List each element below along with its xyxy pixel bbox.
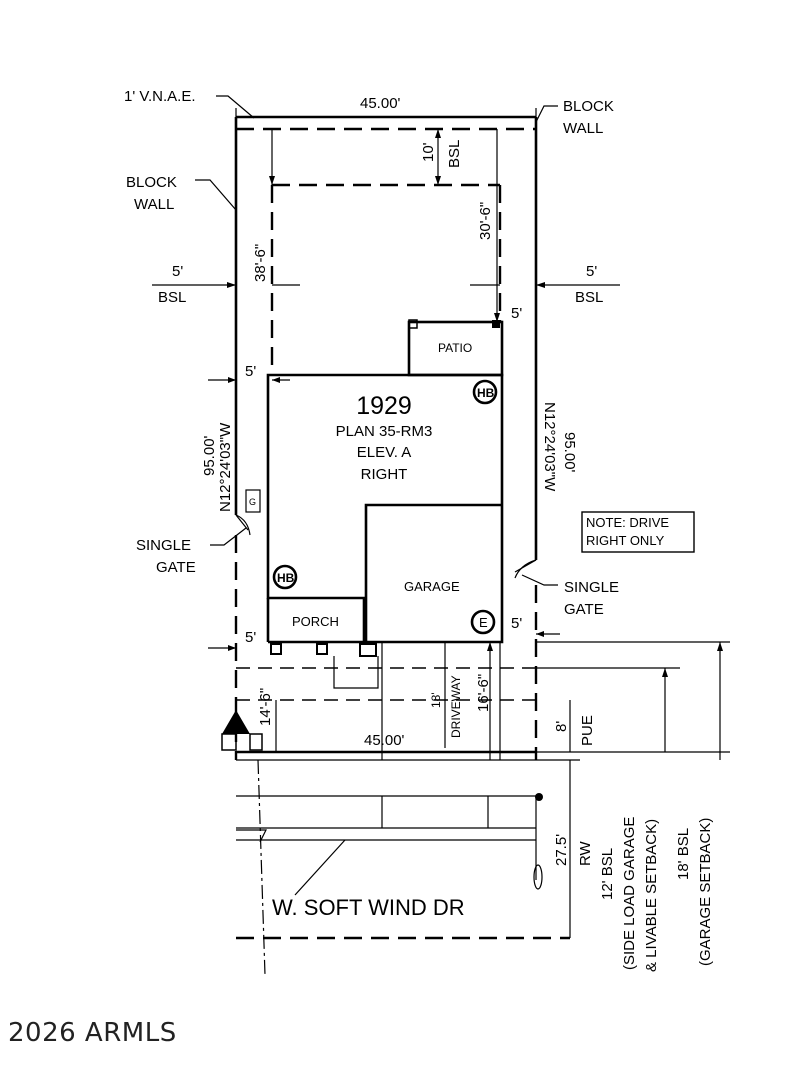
driveway-width: 18' [429, 692, 443, 708]
left-bearing: N12°24'03"W [217, 422, 234, 512]
gate-right-1: SINGLE [564, 579, 619, 596]
garage-label: GARAGE [404, 579, 460, 594]
side-bsl-left: BSL [158, 289, 186, 306]
patio-label: PATIO [438, 341, 472, 355]
block-wall-right-2: WALL [563, 120, 603, 137]
patio [407, 320, 504, 377]
rear-setback-label: 10' [420, 142, 437, 162]
note-box [581, 511, 695, 553]
meter-label: G [249, 497, 256, 507]
arrowhead-garage-setback [487, 642, 493, 651]
right-bearing: N12°24'03"W [541, 402, 558, 492]
side-offset-right-top: 5' [511, 305, 522, 322]
front-width-bottom: 45.00' [364, 732, 405, 749]
arrowhead-bsl18 [717, 642, 723, 651]
rear-bsl-label: BSL [446, 140, 463, 168]
gate-left-2: GATE [156, 559, 196, 576]
gate-right-icon [514, 559, 537, 579]
pue-width: 8' [553, 721, 570, 732]
arrow-right-depth [494, 313, 500, 322]
vnae-label: 1' V.N.A.E. [124, 88, 196, 105]
survey-box [221, 733, 237, 751]
bsl-side-load-1: 12' BSL [599, 848, 616, 900]
front-setback-label: 14'-6" [257, 688, 274, 726]
side-setback-right: 5' [586, 263, 597, 280]
arrowhead-right-bsl [536, 282, 545, 288]
survey-marker-icon [222, 710, 250, 734]
hose-bib-label-2: HB [277, 571, 295, 585]
block-wall-left-1: BLOCK [126, 174, 177, 191]
hose-bib-icon [472, 379, 498, 405]
gate-left-1: SINGLE [136, 537, 191, 554]
gate-right-leaf [514, 559, 537, 573]
arrow-rear-top [435, 129, 441, 138]
right-depth-label: 30'-6" [477, 202, 494, 240]
arrow-rear-bottom [435, 176, 441, 185]
entry-walk [333, 656, 379, 689]
left-length: 95.00' [201, 435, 218, 476]
leader-gate-left [210, 527, 247, 546]
elevation: ELEV. A [357, 444, 412, 461]
plan-name: PLAN 35-RM3 [336, 423, 433, 440]
left-depth-label: 38'-6" [252, 244, 269, 282]
survey-box-2 [249, 733, 263, 751]
patio-post-right [492, 320, 500, 328]
arrowhead-left-bsl [227, 282, 236, 288]
note-line-2: RIGHT ONLY [586, 533, 665, 548]
side-offset-left-mid: 5' [245, 363, 256, 380]
bsl-side-load-2: (SIDE LOAD GARAGE [621, 817, 638, 970]
porch-label: PORCH [292, 614, 339, 629]
leader-vnae [216, 95, 255, 119]
hose-bib-icon [272, 564, 298, 590]
orientation: RIGHT [361, 466, 408, 483]
arrowhead-right-front [536, 631, 544, 637]
driveway-label: DRIVEWAY [449, 675, 463, 738]
side-offset-right-front: 5' [511, 615, 522, 632]
block-wall-left-2: WALL [134, 196, 174, 213]
hose-bib-label: HB [477, 386, 495, 400]
patio-post-left [408, 319, 418, 329]
rw-label: RW [577, 840, 594, 866]
leader-block-wall-left [195, 179, 237, 211]
curb-return [236, 829, 267, 843]
gate-right-2: GATE [564, 601, 604, 618]
electric-meter-icon [470, 609, 496, 635]
porch-post-mid [316, 643, 328, 655]
fixture-icon [533, 864, 543, 890]
copyright-label: 2026 ARMLS [8, 1018, 177, 1048]
streetlight-icon [535, 793, 543, 801]
lot-number: 1929 [356, 392, 412, 420]
street-leader [294, 839, 346, 896]
right-length: 95.00' [561, 432, 578, 473]
gate-left-icon [235, 514, 251, 536]
arrowhead-left-offset-in [272, 377, 280, 383]
property-tie-line [257, 759, 266, 976]
side-setback-left: 5' [172, 263, 183, 280]
note-line-1: NOTE: DRIVE [586, 515, 669, 530]
bsl-garage-2: (GARAGE SETBACK) [697, 818, 714, 966]
side-bsl-right: BSL [575, 289, 603, 306]
bsl-garage-1: 18' BSL [675, 828, 692, 880]
arrow-left-depth [269, 176, 275, 185]
block-wall-right-1: BLOCK [563, 98, 614, 115]
porch-post-left [270, 643, 282, 655]
front-width-top: 45.00' [360, 95, 401, 112]
arrowhead-bsl12 [662, 668, 668, 677]
porch-post-right [359, 643, 377, 657]
side-offset-left-front: 5' [245, 629, 256, 646]
pue-label: PUE [579, 715, 596, 746]
garage-setback-label: 16'-6" [475, 674, 492, 712]
arrowhead-left-offset [228, 377, 236, 383]
leader-block-wall-right [535, 105, 558, 123]
rw-width: 27.5' [553, 834, 570, 866]
arrowhead-left-front [228, 645, 236, 651]
bsl-side-load-3: & LIVABLE SETBACK) [643, 819, 660, 972]
electric-label: E [479, 615, 488, 630]
garage-wall [364, 503, 502, 642]
leader-gate-right [521, 574, 558, 586]
gate-left-leaf [235, 514, 249, 531]
street-name: W. SOFT WIND DR [272, 895, 465, 920]
gas-meter-icon [245, 489, 261, 513]
